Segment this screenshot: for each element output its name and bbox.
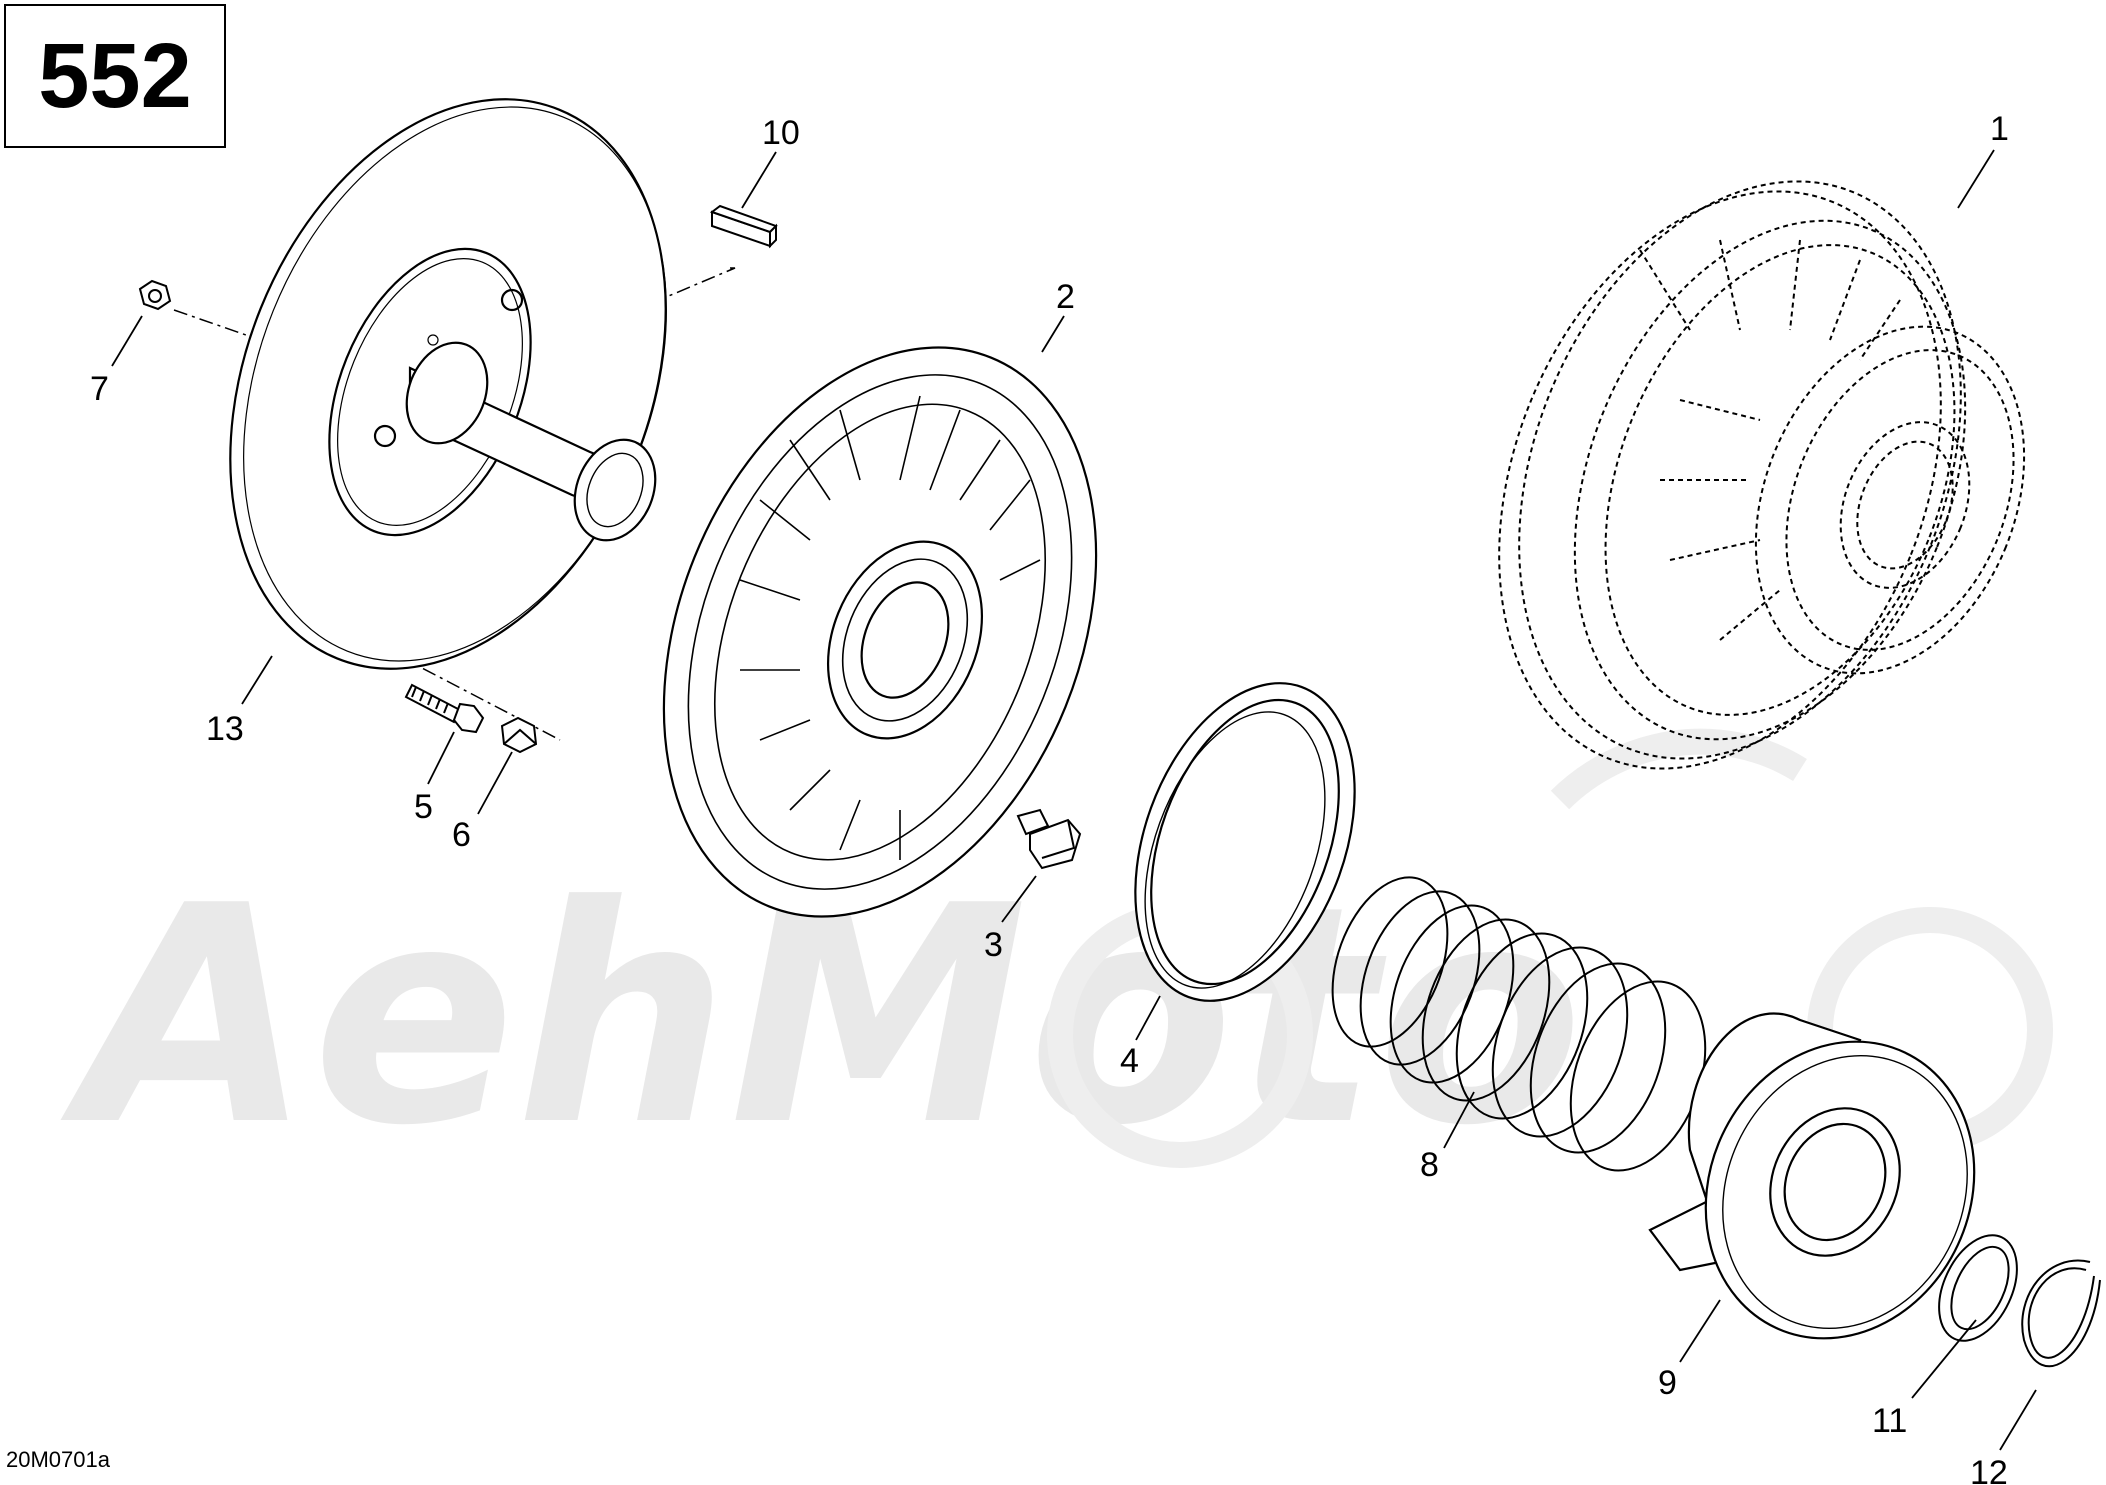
callout-8: 8 — [1420, 1146, 1439, 1184]
part-6-nut — [500, 716, 538, 754]
callout-2: 2 — [1056, 278, 1075, 316]
callout-10: 10 — [762, 114, 800, 152]
part-9-cam — [1648, 1012, 1976, 1340]
part-3-slider-shoe — [1016, 808, 1082, 870]
callout-1: 1 — [1990, 110, 2009, 148]
leader-lines — [111, 149, 2037, 1451]
part-10-key — [709, 204, 778, 249]
part-5-bolt — [404, 683, 485, 734]
callout-9: 9 — [1658, 1364, 1677, 1402]
callout-7: 7 — [90, 370, 109, 408]
callout-13: 13 — [206, 710, 244, 748]
callout-3: 3 — [984, 926, 1003, 964]
callout-4: 4 — [1120, 1042, 1139, 1080]
figure-code: 20M0701a — [6, 1447, 110, 1472]
part-2-movable-sheave — [662, 346, 1098, 918]
callout-5: 5 — [414, 788, 433, 826]
part-12-retaining-ring — [2021, 1259, 2101, 1368]
part-4-ring — [1134, 682, 1356, 1002]
part-13-fixed-sheave — [229, 98, 667, 670]
part-1-assembly-outline — [1498, 180, 2026, 770]
callout-11: 11 — [1872, 1402, 1907, 1440]
callout-12: 12 — [1970, 1454, 2008, 1485]
callouts: 1 2 3 4 5 6 7 8 9 10 11 12 13 — [90, 110, 2009, 1485]
callout-6: 6 — [452, 816, 471, 854]
page-number-badge: 552 — [4, 4, 226, 148]
part-7-nut — [138, 279, 172, 311]
part-11-washer — [1938, 1234, 2018, 1342]
